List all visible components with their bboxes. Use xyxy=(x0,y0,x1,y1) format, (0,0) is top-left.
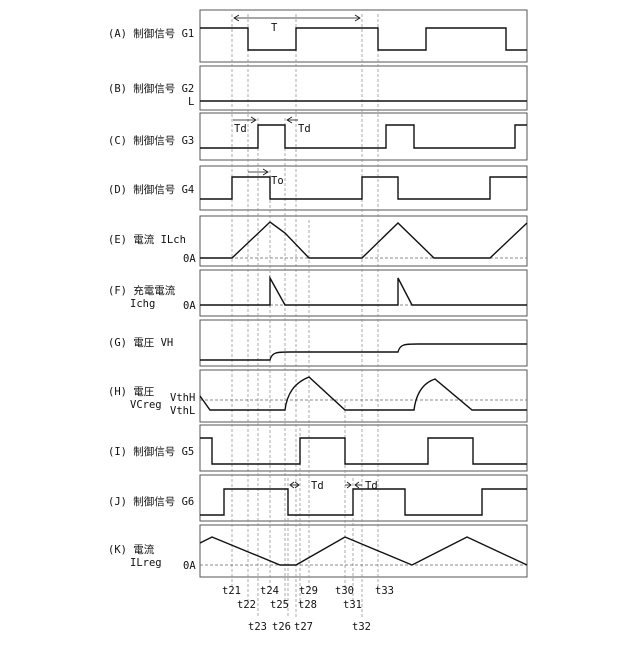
label-f: (F) 充電電流 xyxy=(108,284,176,297)
td-g3-left-label: Td xyxy=(234,123,247,135)
time-marker-t21: t21 xyxy=(222,585,241,597)
to-g4-label: To xyxy=(271,175,284,187)
waveform-g6 xyxy=(200,489,527,515)
time-marker-t33: t33 xyxy=(375,585,394,597)
label-g: (G) 電圧 VH xyxy=(108,337,173,349)
time-marker-t24: t24 xyxy=(260,585,279,597)
td-g6-annotations: Td Td xyxy=(290,480,378,492)
period-annotation: T xyxy=(234,15,360,34)
label-d: (D) 制御信号 G4 xyxy=(108,183,194,196)
waveform-vh xyxy=(200,344,527,360)
td-g3-annotations: Td Td xyxy=(233,117,311,135)
time-marker-t25: t25 xyxy=(270,599,289,611)
frame-b xyxy=(200,66,527,110)
label-h: (H) 電圧 xyxy=(108,386,155,398)
frame-g xyxy=(200,320,527,366)
time-marker-t31: t31 xyxy=(343,599,362,611)
frame-j xyxy=(200,475,527,521)
time-marker-t22: t22 xyxy=(237,599,256,611)
time-marker-t23: t23 xyxy=(248,621,267,633)
to-g4-annotation: To xyxy=(248,169,284,187)
ref-h-vthl: VthL xyxy=(170,405,195,417)
ref-e-0a: 0A xyxy=(183,253,196,265)
frame-d xyxy=(200,166,527,210)
time-marker-t29: t29 xyxy=(299,585,318,597)
waveform-ilch xyxy=(200,222,527,258)
period-label: T xyxy=(271,22,278,34)
ref-h-vthh: VthH xyxy=(170,392,195,404)
time-marker-t27: t27 xyxy=(294,621,313,633)
label-k: (K) 電流 xyxy=(108,543,155,556)
label-c: (C) 制御信号 G3 xyxy=(108,134,194,147)
label-b-sub: L xyxy=(188,96,194,108)
label-k-2: ILreg xyxy=(130,557,162,569)
label-a: (A) 制御信号 G1 xyxy=(108,27,194,40)
td-g6-right-label: Td xyxy=(365,480,378,492)
time-marker-t28: t28 xyxy=(298,599,317,611)
label-e: (E) 電流 ILch xyxy=(108,233,186,246)
td-g6-left-label: Td xyxy=(311,480,324,492)
time-marker-t32: t32 xyxy=(352,621,371,633)
waveform-ilreg xyxy=(200,537,527,565)
frame-h xyxy=(200,370,527,422)
time-marker-t30: t30 xyxy=(335,585,354,597)
frame-f xyxy=(200,270,527,316)
waveform-g1 xyxy=(200,28,527,50)
waveform-g3 xyxy=(200,125,527,148)
label-f-2: Ichg xyxy=(130,298,155,310)
ref-k-0a: 0A xyxy=(183,560,196,572)
label-b: (B) 制御信号 G2 xyxy=(108,82,194,95)
ref-f-0a: 0A xyxy=(183,300,196,312)
panel-labels: (A) 制御信号 G1 (B) 制御信号 G2 L (C) 制御信号 G3 (D… xyxy=(108,27,196,572)
label-h-2: VCreg xyxy=(130,399,162,411)
waveform-ichg xyxy=(200,278,527,305)
label-i: (I) 制御信号 G5 xyxy=(108,445,194,458)
waveform-g4 xyxy=(200,177,527,199)
frame-k xyxy=(200,525,527,577)
waveform-vcreg xyxy=(200,377,527,410)
time-marker-t26: t26 xyxy=(272,621,291,633)
label-j: (J) 制御信号 G6 xyxy=(108,495,194,508)
panel-frames xyxy=(200,10,527,577)
waveform-g5 xyxy=(200,438,527,464)
time-markers: t21 t22 t23 t24 t25 t26 t27 t28 t29 t30 … xyxy=(222,585,394,633)
td-g3-right-label: Td xyxy=(298,123,311,135)
